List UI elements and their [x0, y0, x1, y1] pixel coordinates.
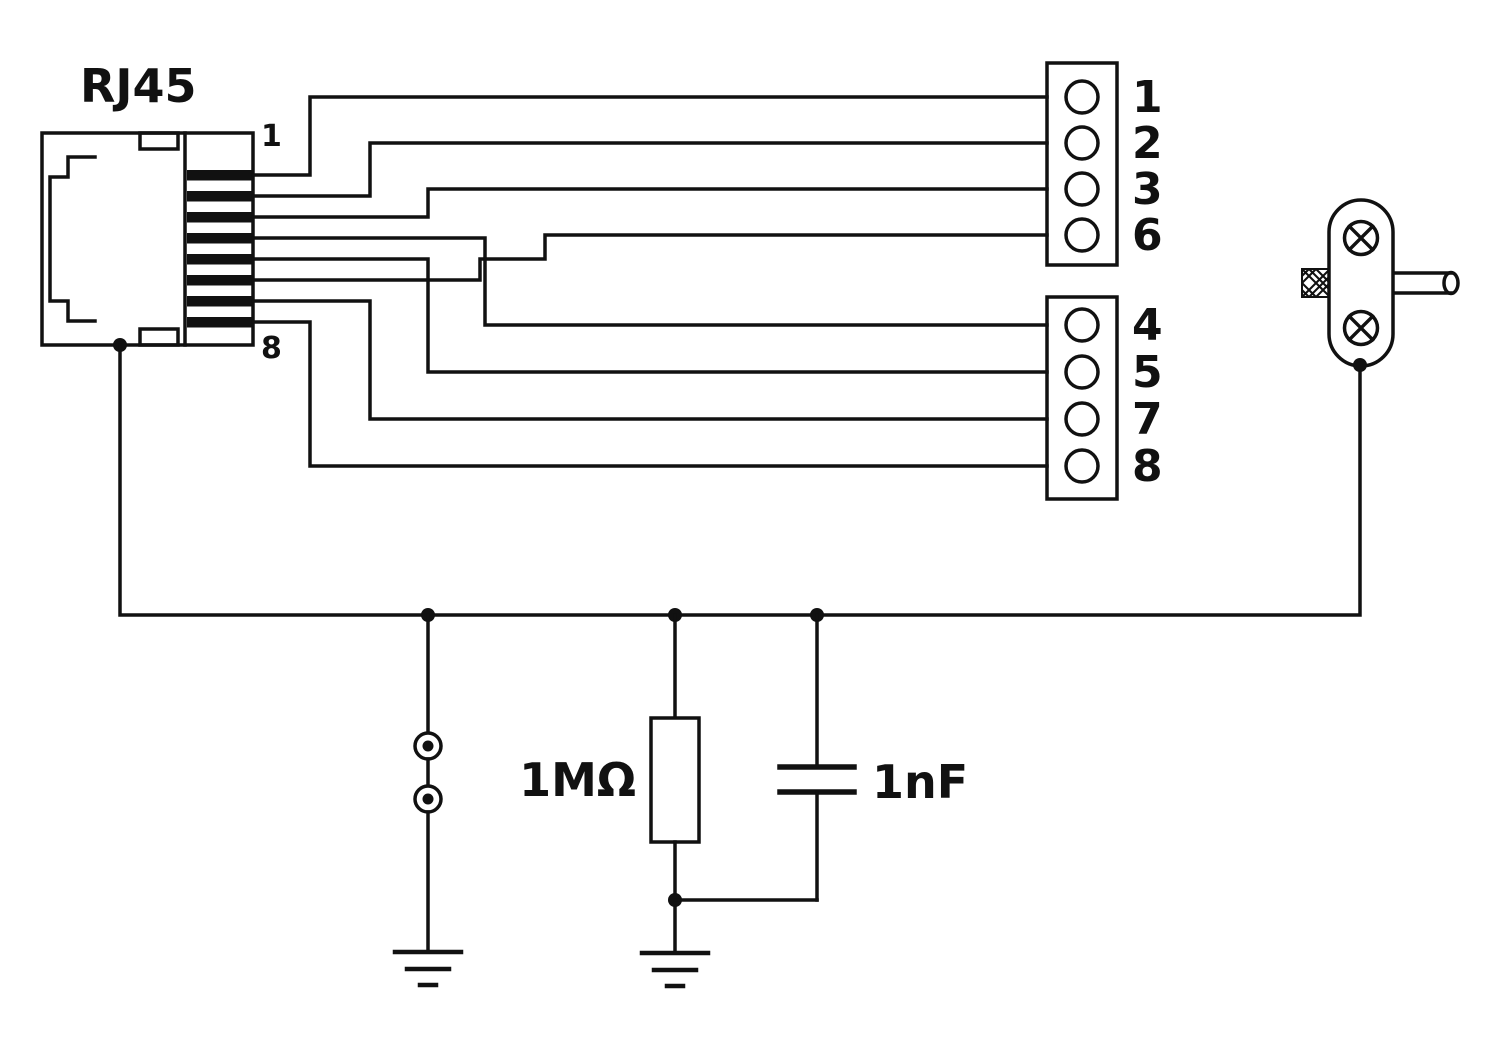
- terminal-block-bottom-body: [1045, 295, 1119, 501]
- wire-pin4-to-terminal4: [251, 236, 1049, 327]
- ground-symbol-center: [639, 950, 711, 989]
- ground-bus-wire: [118, 343, 1362, 617]
- rj45-pin-7: [187, 296, 253, 307]
- spark-gap-branch: [392, 613, 464, 988]
- terminal-label-4: 4: [1132, 300, 1163, 351]
- terminal-screw-4: [1064, 307, 1100, 343]
- signal-wires: [251, 95, 1049, 468]
- cable-stub-end: [1442, 270, 1460, 296]
- rj45-connector: RJ45 1 8: [40, 59, 282, 366]
- terminal-screw-1: [1064, 79, 1100, 115]
- screw-circle: [1342, 309, 1380, 347]
- hatch-line: [1301, 289, 1310, 298]
- wire-pin5-to-terminal5: [251, 257, 1049, 374]
- resistor-branch: 1MΩ: [519, 613, 711, 989]
- screw-terminal-top-icon: [1342, 219, 1380, 257]
- terminal-screw-7: [1064, 401, 1100, 437]
- rj45-bottom-tab: [138, 327, 180, 347]
- terminal-label-8: 8: [1132, 441, 1163, 492]
- wire-pin8-to-terminal8: [251, 320, 1049, 468]
- resistor-label: 1MΩ: [519, 753, 636, 807]
- rj45-pin-3: [187, 212, 253, 223]
- terminal-label-5: 5: [1132, 347, 1163, 398]
- ground-bus: [118, 343, 1362, 622]
- wire-pin7-to-terminal7: [251, 299, 1049, 421]
- hatch-line: [1301, 282, 1317, 298]
- terminal-block-top: 1 2 3 6: [1045, 61, 1163, 267]
- terminal-label-3: 3: [1132, 164, 1163, 215]
- terminal-label-6: 6: [1132, 210, 1163, 261]
- wire-pin3-to-terminal3: [251, 187, 1049, 219]
- hatch-line: [1301, 268, 1331, 298]
- hatch-line: [1301, 268, 1310, 277]
- terminal-block-bottom: 4 5 7 8: [1045, 295, 1163, 501]
- rj45-pin-2: [187, 191, 253, 202]
- capacitor-branch: 1nF: [673, 613, 968, 902]
- spark-gap-electrode-bottom-dot: [422, 793, 434, 805]
- terminal-screw-6: [1064, 217, 1100, 253]
- screw-terminal-bottom-icon: [1342, 309, 1380, 347]
- shield-clamp-body: [1327, 198, 1395, 368]
- rj45-label: RJ45: [80, 59, 197, 113]
- shield-clamp-connector: [1301, 198, 1460, 372]
- terminal-label-2: 2: [1132, 118, 1163, 169]
- rj45-pin-8: [187, 317, 253, 328]
- wire-pin1-to-terminal1: [251, 95, 1049, 177]
- rj45-top-tab: [138, 131, 180, 151]
- rj45-jack-cavity: [48, 155, 97, 323]
- rj45-pin-1: [187, 170, 253, 181]
- terminal-label-7: 7: [1132, 394, 1163, 445]
- rj45-pin1-label: 1: [261, 119, 282, 154]
- hatch-line: [1308, 275, 1331, 298]
- cable-stub: [1391, 270, 1460, 296]
- rj45-pin-4: [187, 233, 253, 244]
- terminal-block-top-body: [1045, 61, 1119, 267]
- shield-braid-hatch: [1301, 268, 1331, 298]
- wire-pin2-to-terminal2: [251, 141, 1049, 198]
- terminal-screw-8: [1064, 448, 1100, 484]
- resistor-body: [649, 716, 701, 844]
- terminal-screw-2: [1064, 125, 1100, 161]
- rj45-pin-5: [187, 254, 253, 265]
- wire-pin6-to-terminal6: [251, 233, 1049, 282]
- terminal-screw-3: [1064, 171, 1100, 207]
- terminal-label-1: 1: [1132, 72, 1163, 123]
- hatch-line: [1308, 268, 1331, 291]
- capacitor-label: 1nF: [872, 755, 968, 809]
- spark-gap-electrode-top-dot: [422, 740, 434, 752]
- rj45-pin-6: [187, 275, 253, 286]
- ground-symbol-left: [392, 949, 464, 988]
- terminal-screw-5: [1064, 354, 1100, 390]
- screw-cross-2: [1346, 313, 1376, 343]
- screw-cross-2: [1346, 223, 1376, 253]
- shield-clamp-junction-dot: [1353, 358, 1367, 372]
- rj45-pin8-label: 8: [261, 331, 282, 366]
- screw-circle: [1342, 219, 1380, 257]
